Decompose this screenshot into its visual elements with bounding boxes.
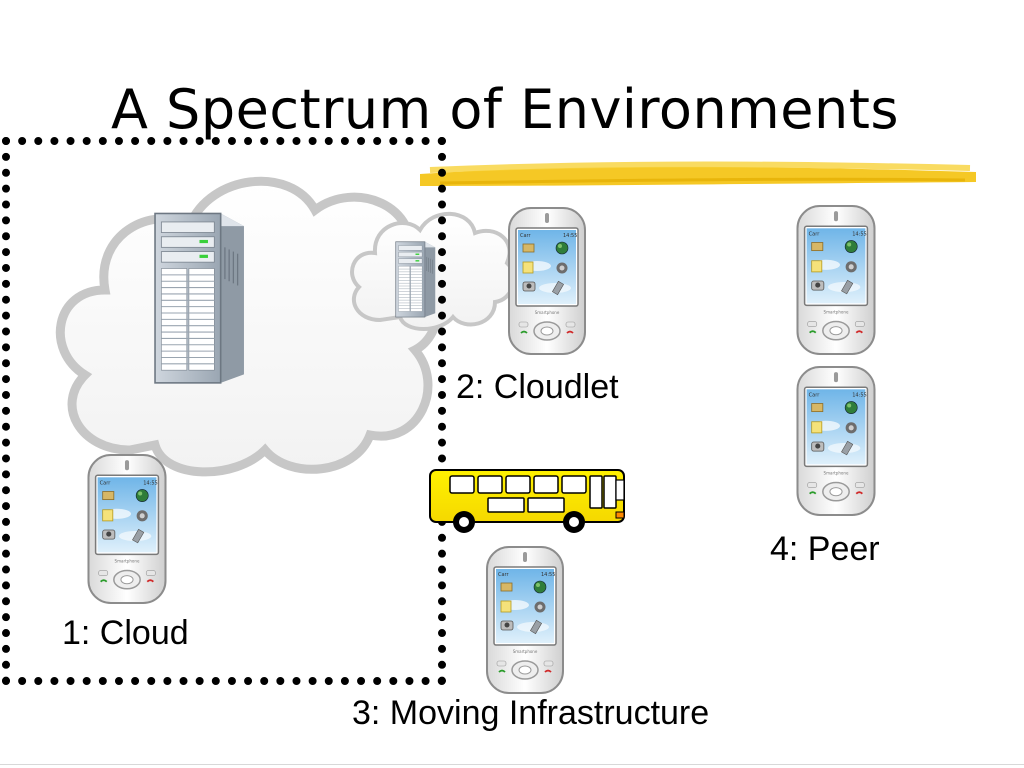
cloud-scenario-frame [2, 137, 446, 685]
bus-icon [429, 469, 625, 533]
label-cloudlet: 2: Cloudlet [456, 368, 619, 406]
cloudlet-smartphone-icon [505, 206, 589, 356]
peer-smartphone-icon-top [792, 204, 880, 356]
label-moving-infrastructure: 3: Moving Infrastructure [352, 694, 710, 732]
divider [0, 764, 1024, 765]
moving-smartphone-icon [482, 545, 568, 695]
page-title: A Spectrum of Environments [110, 78, 900, 141]
label-cloud: 1: Cloud [62, 614, 189, 652]
peer-smartphone-icon-bottom [792, 365, 880, 517]
label-peer: 4: Peer [770, 530, 880, 568]
cloud-smartphone-icon [83, 453, 171, 605]
title-highlight-stroke [420, 161, 976, 186]
